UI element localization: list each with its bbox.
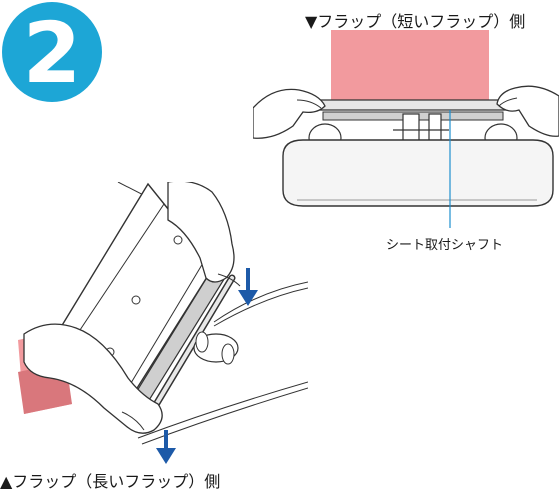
bottom-hand [23, 323, 163, 434]
down-arrow-icon [238, 268, 258, 306]
short-flap-illustration [253, 30, 559, 207]
printer-base [282, 139, 554, 207]
top-hand [167, 182, 235, 283]
top-caption: ▼フラップ（短いフラップ）側 [305, 12, 526, 31]
long-flap-illustration [18, 182, 308, 464]
sheet-shaft-label: シート取付シャフト [386, 238, 504, 253]
short-flap [331, 30, 489, 104]
down-arrow-icon [156, 430, 176, 464]
bottom-caption: ▲フラップ（長いフラップ）側 [0, 472, 221, 491]
step-number-badge: 2 [2, 2, 102, 102]
callout-leader-line [449, 110, 451, 228]
step-number: 2 [23, 4, 81, 102]
